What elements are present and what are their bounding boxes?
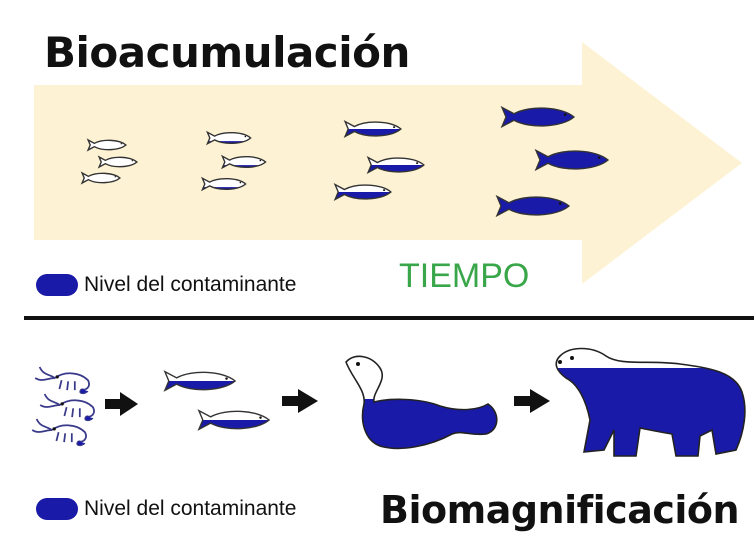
shrimp-icon (39, 393, 95, 422)
bioaccumulation-stage-3 (333, 120, 425, 201)
contaminant-swatch (36, 498, 78, 520)
fish-icon (205, 130, 252, 146)
time-label: TIEMPO (399, 257, 530, 295)
fish-icon (366, 156, 425, 174)
fish-icon (534, 148, 610, 172)
biomagnification-title: Biomagnificación (380, 488, 740, 532)
fish-icon (343, 120, 402, 138)
fish-icon (333, 183, 392, 201)
bioaccumulation-stage-4 (495, 105, 610, 218)
bioaccumulation-title: Bioacumulación (44, 28, 410, 77)
fish-icon (163, 370, 237, 392)
fish-icon (197, 409, 271, 431)
food-chain-group (31, 347, 746, 457)
legend-bottom-label: Nivel del contaminante (84, 497, 297, 520)
contaminant-swatch (36, 274, 78, 296)
fish-icon (200, 176, 247, 192)
chain-arrow-1 (105, 392, 138, 416)
seal-icon (345, 355, 498, 450)
shrimp-icon (34, 366, 90, 395)
shrimp-icon (31, 418, 87, 447)
fish-icon (86, 138, 127, 152)
chain-arrow-2 (282, 389, 318, 413)
polar-bear-icon (555, 347, 746, 457)
bioaccumulation-stage-2 (200, 130, 267, 192)
bioaccumulation-fish-group (80, 105, 610, 218)
fish-icon (80, 171, 121, 185)
fish-icon (220, 154, 267, 170)
fish-icon (97, 155, 138, 169)
chain-arrow-3 (514, 389, 550, 413)
bioaccumulation-stage-1 (80, 138, 138, 185)
fish-icon (495, 194, 571, 218)
legend-bottom: Nivel del contaminante (36, 497, 296, 521)
fish-icon (500, 105, 576, 129)
legend-top: Nivel del contaminante (36, 273, 296, 297)
legend-top-label: Nivel del contaminante (84, 273, 297, 296)
divider (24, 316, 754, 320)
